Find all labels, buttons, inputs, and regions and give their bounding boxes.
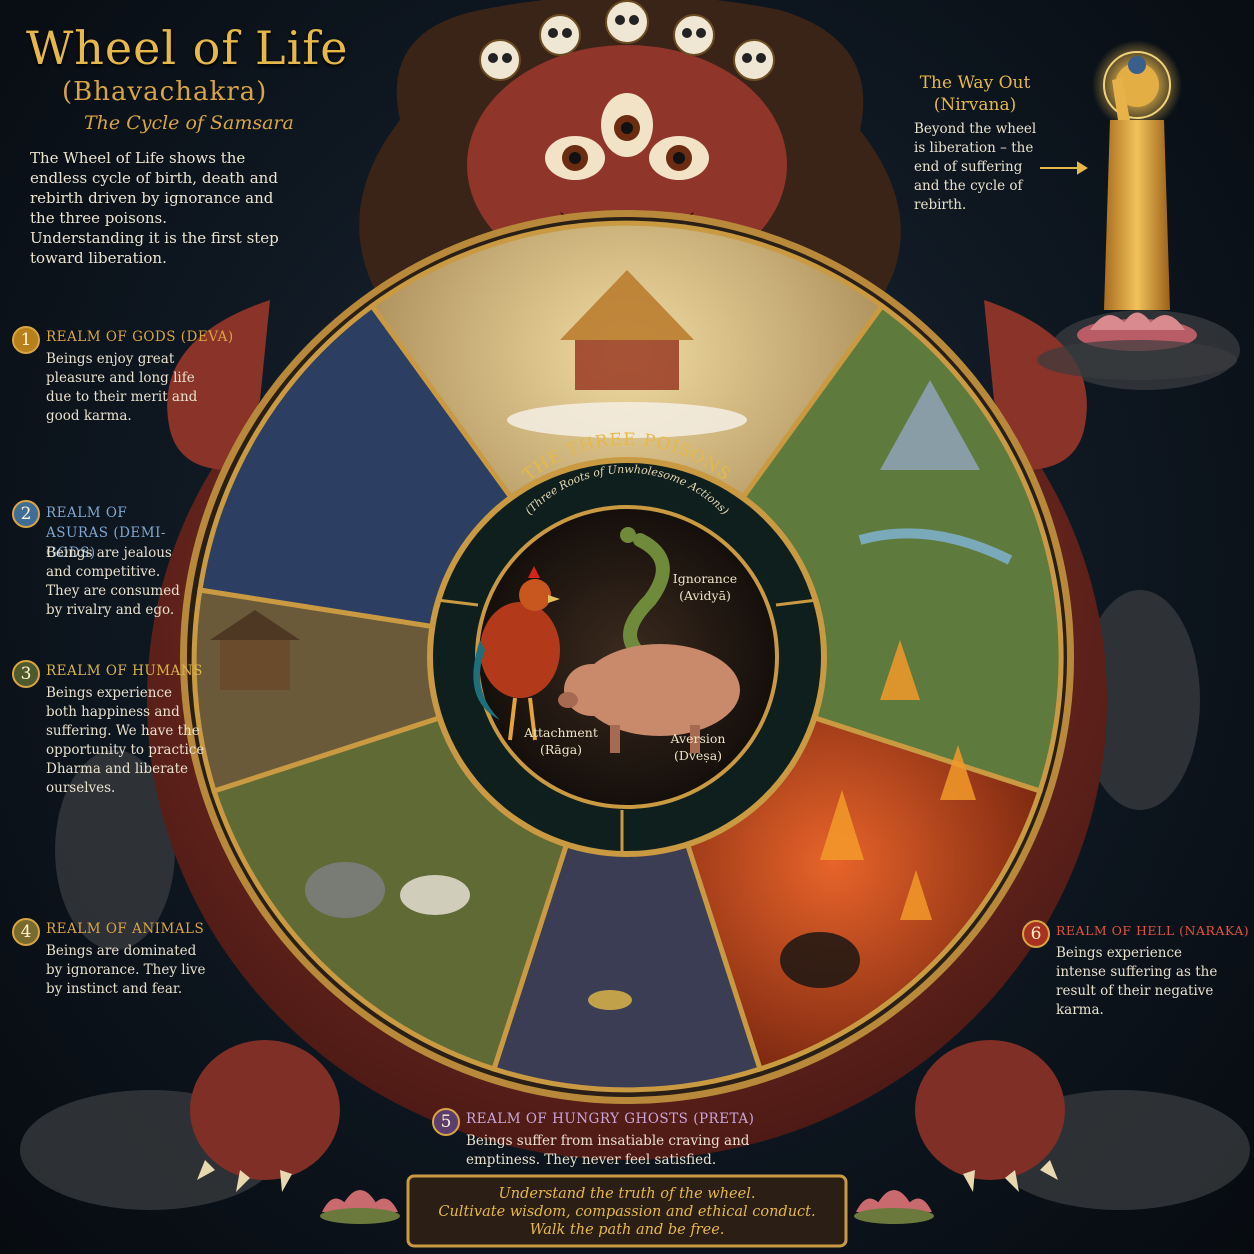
page-tagline: The Cycle of Samsara [84,112,294,134]
realm-title: REALM OF HUNGRY GHOSTS (PRETA) [466,1111,755,1127]
wayout-description: Beyond the wheel is liberation – the end… [914,121,1037,213]
lotus-icon [320,1190,400,1224]
realm-number-badge: 1 [12,326,40,354]
skull-crown-icon [479,0,775,81]
motto-line-1: Understand the truth of the wheel. [498,1186,756,1202]
page-title: Wheel of Life [26,21,349,75]
realm-description: Beings enjoy great pleasure and long lif… [46,351,198,424]
gods-realm-segment [368,220,886,662]
poison-ignorance-label: Ignorance (Avidyā) [672,571,738,603]
intro-text: The Wheel of Life shows the endless cycl… [30,149,279,267]
motto-text: Understand the truth of the wheel. Culti… [412,1180,842,1247]
realm-description: Beings are jealous and competitive. They… [46,545,180,618]
motto-line-2: Cultivate wisdom, compassion and ethical… [438,1204,816,1220]
realm-description: Beings experience intense suffering as t… [1056,945,1218,1018]
realm-title: REALM OF GODS (DEVA) [46,329,234,345]
realm-description: Beings are dominated by ignorance. They … [46,943,206,997]
rooster-icon [473,566,560,741]
poison-attachment-label: Attachment (Rāga) [524,725,598,757]
realm-number-badge: 2 [12,500,40,528]
arrow-right-icon [1040,161,1088,175]
realm-title: REALM OF HUMANS [46,663,203,679]
buddha-figure [1037,40,1237,380]
realm-title: REALM OF ANIMALS [46,921,205,937]
realm-description: Beings experience both happiness and suf… [46,685,205,796]
realm-description: Beings suffer from insatiable craving an… [466,1133,750,1168]
realm-number-badge: 6 [1022,920,1050,948]
motto-banner [320,1174,934,1248]
realm-number-badge: 5 [432,1108,460,1136]
realm-title: REALM OF HELL (NARAKA) [1056,923,1250,938]
pig-icon [558,644,740,753]
lotus-icon [854,1190,934,1224]
realm-number-badge: 3 [12,660,40,688]
poison-aversion-label: Aversion (Dveṣa) [670,731,726,763]
motto-line-3: Walk the path and be free. [529,1222,725,1238]
wayout-title: The Way Out (Nirvana) [919,73,1031,115]
realm-title: REALM OF ASURAS (DEMI-GODS) [46,505,166,561]
realm-number-badge: 4 [12,918,40,946]
hungry-ghosts-realm-segment [490,648,764,1093]
page-subtitle: (Bhavachakra) [62,77,268,107]
wheel [180,210,1074,1104]
